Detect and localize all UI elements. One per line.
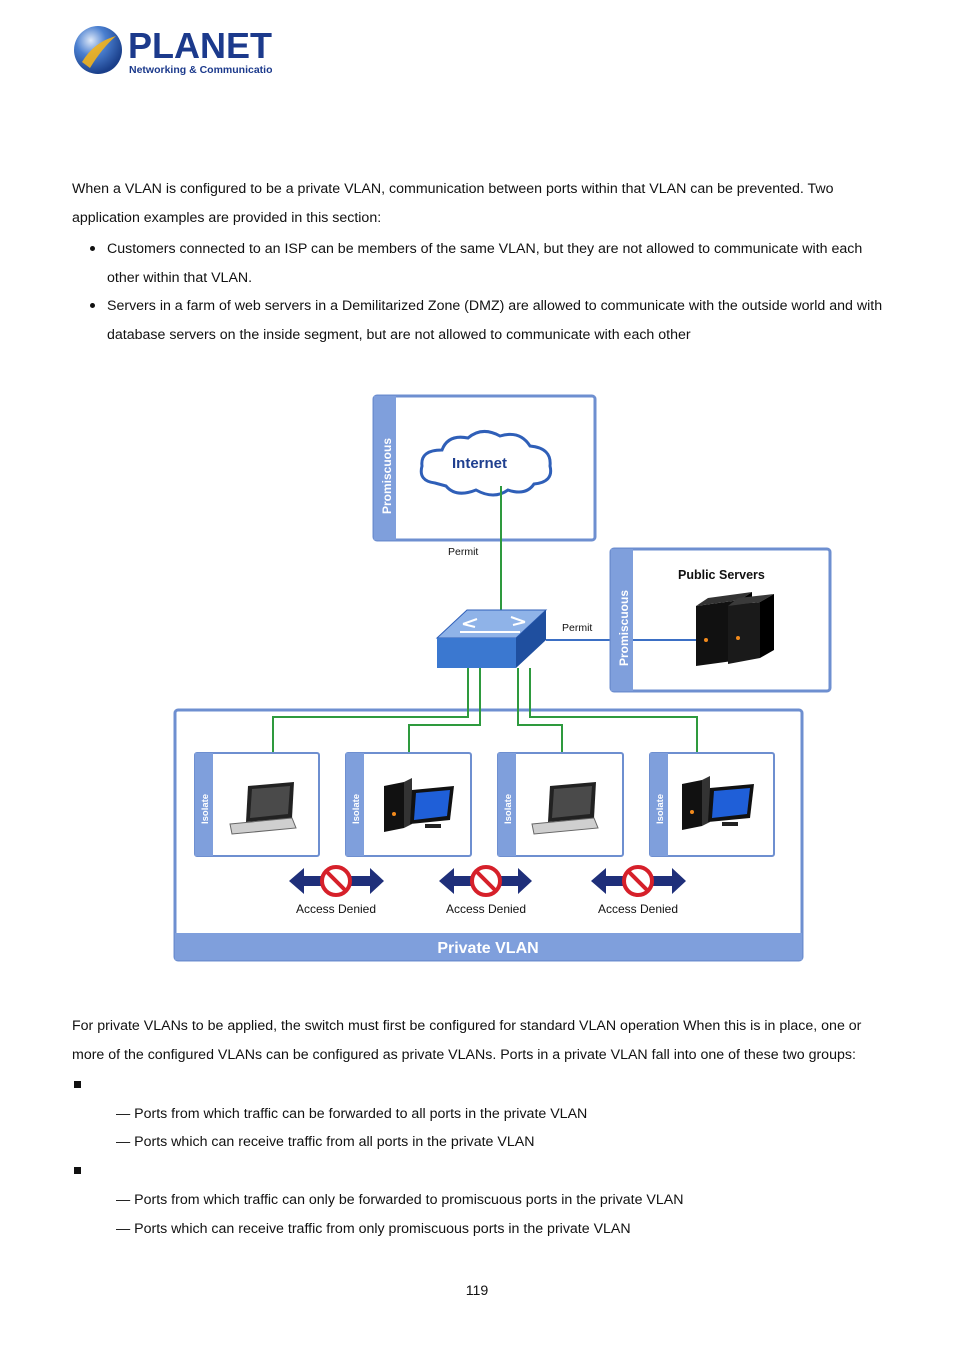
laptop-icon [531, 782, 599, 835]
internet-cloud-icon: Internet [419, 430, 553, 497]
switch-icon [435, 609, 548, 668]
intro-paragraph: When a VLAN is configured to be a privat… [72, 181, 834, 226]
desktop-icon [384, 778, 454, 832]
svg-text:Networking & Communication: Networking & Communication [129, 64, 272, 76]
private-vlan-diagram: Promiscuous Internet Permit Permit Promi… [173, 394, 832, 962]
svg-text:Public Servers: Public Servers [678, 568, 765, 582]
svg-text:Isolate: Isolate [655, 794, 666, 824]
svg-text:Access Denied: Access Denied [598, 902, 678, 916]
svg-text:Isolate: Isolate [351, 794, 362, 824]
access-denied-indicator: Access Denied [289, 865, 384, 916]
planet-logo: PLANET Networking & Communication [74, 25, 272, 76]
svg-text:Access Denied: Access Denied [296, 902, 376, 916]
permit-label-top: Permit [448, 546, 478, 558]
list-item: Customers connected to an ISP can be mem… [72, 235, 884, 292]
desktop-icon [682, 776, 754, 830]
svg-text:Internet: Internet [452, 455, 507, 472]
svg-text:Isolate: Isolate [503, 794, 514, 824]
server-icon [696, 592, 774, 666]
permit-label-right: Permit [562, 622, 592, 634]
page-number: 119 [465, 1283, 489, 1299]
list-item: — Ports which can receive traffic from a… [116, 1134, 535, 1150]
access-denied-indicator: Access Denied [439, 865, 532, 916]
list-item: Servers in a farm of web servers in a De… [72, 292, 884, 349]
group-marker [74, 1167, 81, 1174]
list-item: — Ports from which traffic can be forwar… [116, 1106, 588, 1122]
list-item: — Ports which can receive traffic from o… [116, 1221, 631, 1237]
svg-text:PLANET: PLANET [128, 25, 272, 66]
svg-text:Promiscuous: Promiscuous [380, 438, 394, 514]
access-denied-indicator: Access Denied [591, 865, 686, 916]
body-paragraph: For private VLANs to be applied, the swi… [72, 1018, 862, 1063]
bullet-list: Customers connected to an ISP can be mem… [72, 235, 884, 349]
svg-text:Promiscuous: Promiscuous [617, 590, 631, 666]
list-item: — Ports from which traffic can only be f… [116, 1192, 684, 1208]
svg-text:Access Denied: Access Denied [446, 902, 526, 916]
laptop-icon [229, 782, 297, 835]
private-vlan-box: Private VLAN [173, 708, 804, 962]
group-marker [74, 1081, 81, 1088]
svg-text:Private VLAN: Private VLAN [437, 940, 538, 957]
svg-text:Isolate: Isolate [200, 794, 211, 824]
